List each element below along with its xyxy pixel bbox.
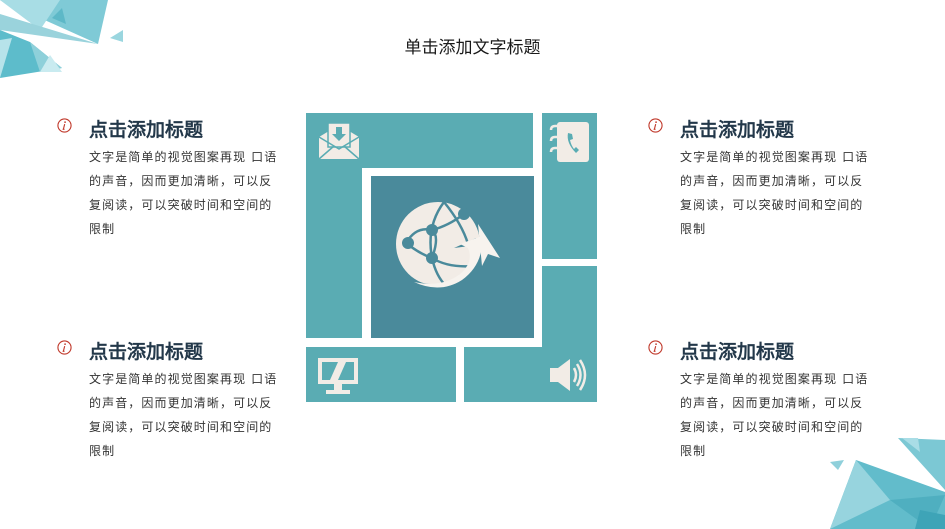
block-heading[interactable]: 点击添加标题 <box>680 341 795 363</box>
phonebook-icon <box>549 122 589 162</box>
block-heading[interactable]: 点击添加标题 <box>89 119 204 141</box>
block-heading[interactable]: 点击添加标题 <box>89 341 204 363</box>
mail-download-icon <box>318 122 360 160</box>
block-body[interactable]: 文字是简单的视觉图案再现 口语的声音，因而更加清晰，可以反复阅读，可以突破时间和… <box>680 150 869 236</box>
block-body[interactable]: 文字是简单的视觉图案再现 口语的声音，因而更加清晰，可以反复阅读，可以突破时间和… <box>680 372 869 458</box>
globe-network-icon <box>396 201 500 288</box>
decorative-triangles-top-left <box>0 0 123 78</box>
tile-speaker-vertical[interactable] <box>542 266 597 347</box>
block-heading[interactable]: 点击添加标题 <box>680 119 795 141</box>
block-body[interactable]: 文字是简单的视觉图案再现 口语的声音，因而更加清晰，可以反复阅读，可以突破时间和… <box>89 150 278 236</box>
info-icon <box>57 118 72 133</box>
speaker-icon <box>550 359 587 391</box>
info-icon <box>57 340 72 355</box>
decorative-triangles-bottom-right <box>830 438 945 529</box>
monitor-icon <box>318 358 358 394</box>
info-icon <box>648 340 663 355</box>
block-body[interactable]: 文字是简单的视觉图案再现 口语的声音，因而更加清晰，可以反复阅读，可以突破时间和… <box>89 372 278 458</box>
tile-mail-vertical[interactable] <box>306 168 362 338</box>
slide-title[interactable]: 单击添加文字标题 <box>404 38 541 58</box>
info-icon <box>648 118 663 133</box>
